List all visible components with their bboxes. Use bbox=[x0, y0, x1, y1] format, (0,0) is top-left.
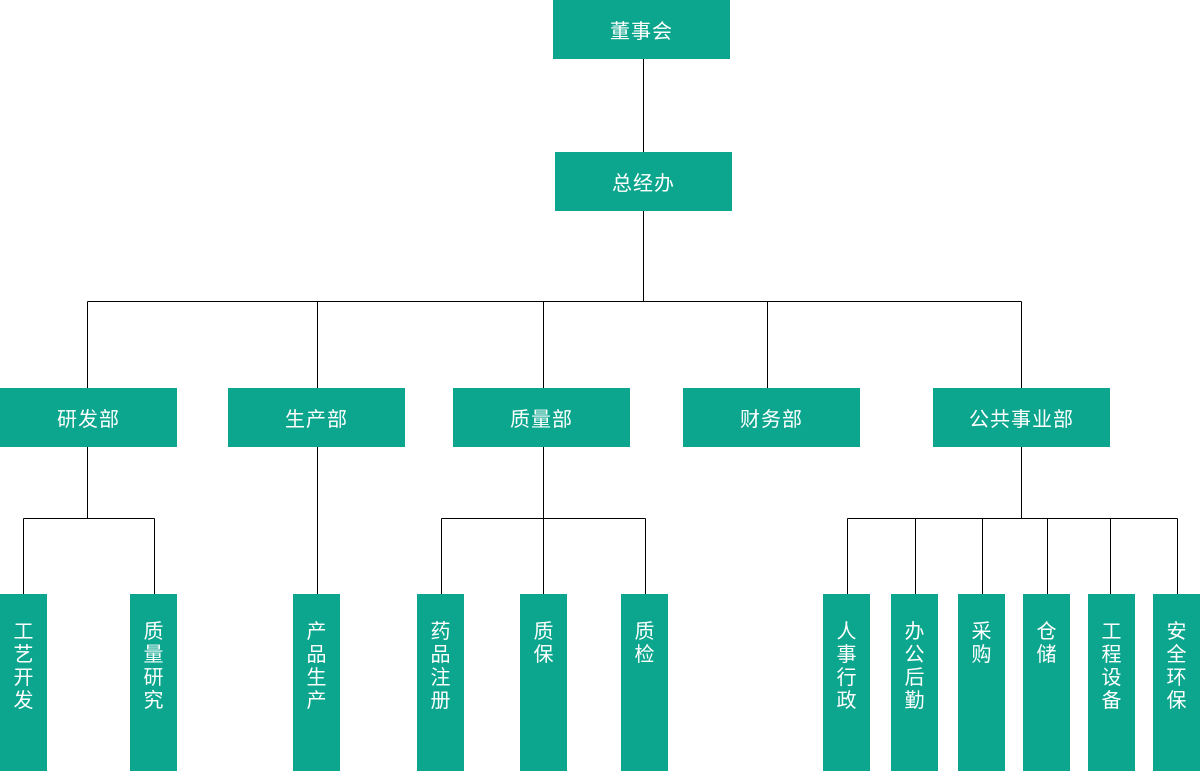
node-qc-label: 质检 bbox=[634, 619, 655, 666]
node-rd-dept: 研发部 bbox=[0, 388, 177, 447]
node-quality-dept-label: 质量部 bbox=[510, 407, 573, 431]
node-board: 董事会 bbox=[553, 0, 730, 59]
node-office-logistics-label: 办公后勤 bbox=[904, 619, 925, 712]
node-public-affairs-dept: 公共事业部 bbox=[933, 388, 1110, 447]
node-quality-dept: 质量部 bbox=[453, 388, 630, 447]
node-process-dev-label: 工艺开发 bbox=[13, 619, 34, 712]
node-finance-dept: 财务部 bbox=[683, 388, 860, 447]
node-procurement-label: 采购 bbox=[971, 619, 992, 666]
node-warehouse: 仓储 bbox=[1023, 594, 1070, 771]
node-process-dev: 工艺开发 bbox=[0, 594, 47, 771]
node-quality-research: 质量研究 bbox=[130, 594, 177, 771]
node-drug-registration: 药品注册 bbox=[417, 594, 464, 771]
node-engineering-equipment-label: 工程设备 bbox=[1101, 619, 1122, 712]
node-production-dept: 生产部 bbox=[228, 388, 405, 447]
node-product-production: 产品生产 bbox=[293, 594, 340, 771]
node-public-affairs-dept-label: 公共事业部 bbox=[969, 407, 1074, 431]
node-board-label: 董事会 bbox=[610, 19, 673, 43]
node-qa-label: 质保 bbox=[533, 619, 554, 666]
node-hr-admin-label: 人事行政 bbox=[836, 619, 857, 712]
node-hr-admin: 人事行政 bbox=[823, 594, 870, 771]
node-qa: 质保 bbox=[520, 594, 567, 771]
node-drug-registration-label: 药品注册 bbox=[430, 619, 451, 712]
node-gm-office: 总经办 bbox=[555, 152, 732, 211]
node-office-logistics: 办公后勤 bbox=[891, 594, 938, 771]
node-engineering-equipment: 工程设备 bbox=[1088, 594, 1135, 771]
node-gm-office-label: 总经办 bbox=[612, 171, 675, 195]
node-quality-research-label: 质量研究 bbox=[143, 619, 164, 712]
node-safety-env: 安全环保 bbox=[1153, 594, 1200, 771]
node-rd-dept-label: 研发部 bbox=[57, 407, 120, 431]
node-procurement: 采购 bbox=[958, 594, 1005, 771]
node-product-production-label: 产品生产 bbox=[306, 619, 327, 712]
node-warehouse-label: 仓储 bbox=[1036, 619, 1057, 666]
node-production-dept-label: 生产部 bbox=[285, 407, 348, 431]
node-qc: 质检 bbox=[621, 594, 668, 771]
node-safety-env-label: 安全环保 bbox=[1166, 619, 1187, 712]
node-finance-dept-label: 财务部 bbox=[740, 407, 803, 431]
